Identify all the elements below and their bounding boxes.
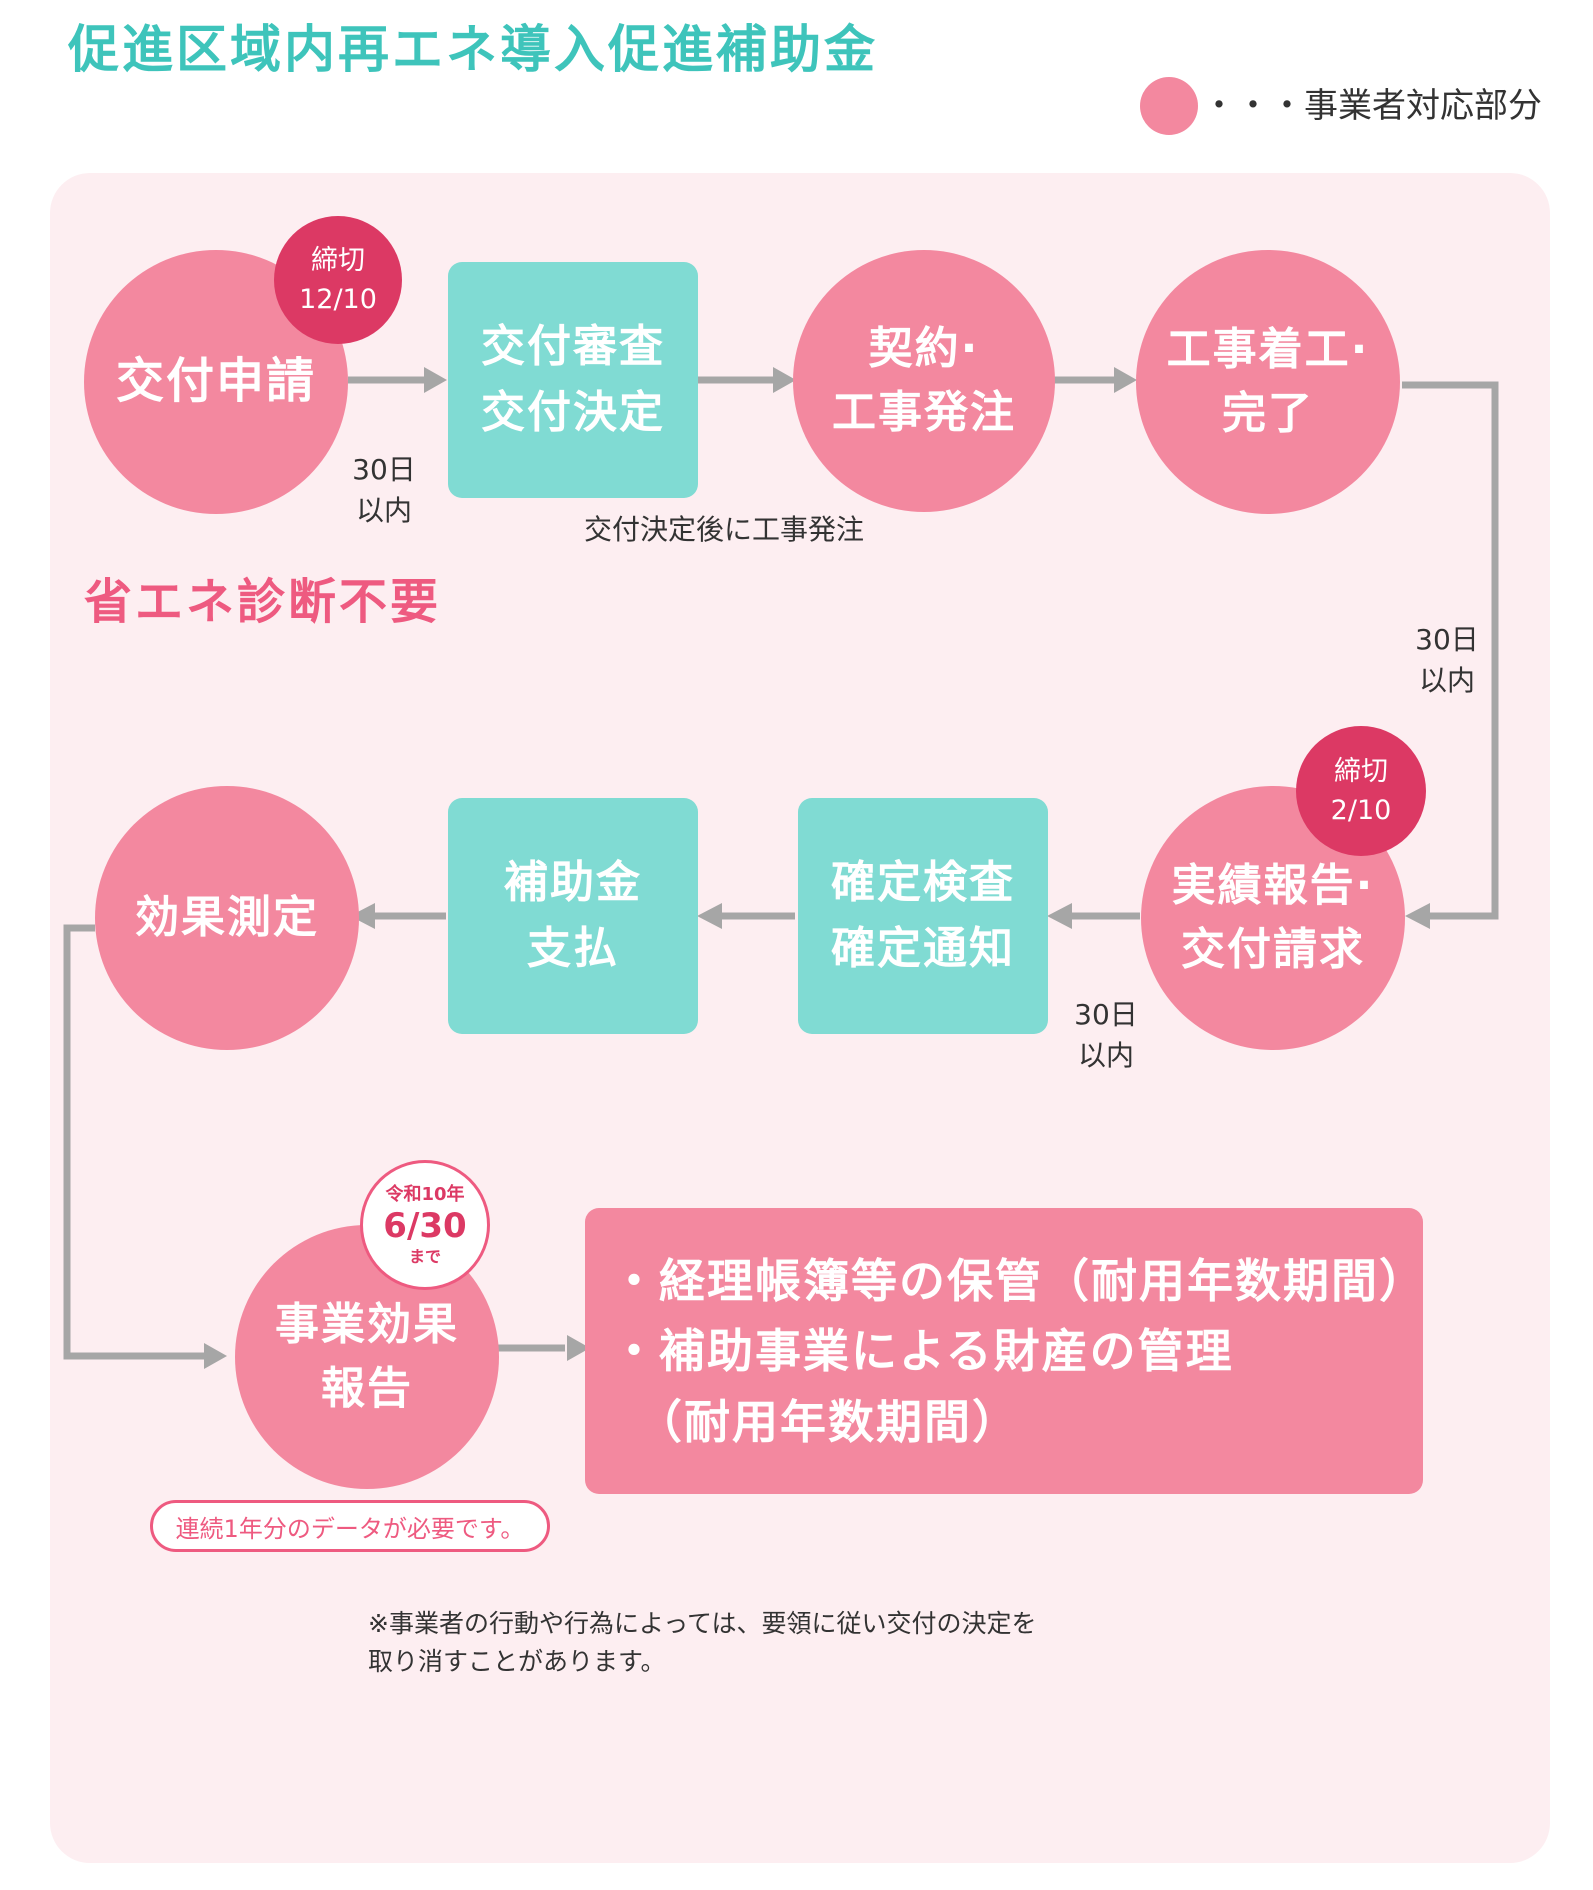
arrowhead <box>1114 367 1137 393</box>
step-inspection: 確定検査 確定通知 <box>798 798 1048 1034</box>
step-effect-report: 事業効果 報告 <box>235 1225 499 1489</box>
legend-label: ・・・事業者対応部分 <box>1202 86 1542 126</box>
arrowhead <box>697 903 722 929</box>
badge-era-year: 令和10年 <box>385 1183 465 1205</box>
arrowhead <box>350 903 375 929</box>
retention-line: （耐用年数期間） <box>611 1394 1020 1449</box>
page-title: 促進区域内再エネ導入促進補助金 <box>68 21 879 80</box>
note-within-30-days: 30日 以内 <box>352 453 416 527</box>
retention-line: ・補助事業による財産の管理 <box>611 1324 1234 1379</box>
arrowhead <box>424 367 447 393</box>
data-requirement-note: 連続1年分のデータが必要です。 <box>150 1500 550 1552</box>
arrowhead <box>204 1343 227 1369</box>
no-energy-audit-heading: 省エネ診断不要 <box>84 574 442 630</box>
arrowhead <box>773 367 796 393</box>
arrow-measurement-to-effect-report <box>63 924 205 1360</box>
arrowhead <box>567 1335 590 1361</box>
badge-date: 6/30 <box>383 1205 467 1246</box>
arrowhead <box>1405 903 1430 929</box>
step-measurement: 効果測定 <box>95 786 359 1050</box>
deadline-badge-report: 締切 2/10 <box>1296 726 1426 856</box>
step-review: 交付審査 交付決定 <box>448 262 698 498</box>
note-within-30-days: 30日 以内 <box>1415 623 1479 697</box>
badge-until: まで <box>408 1246 441 1266</box>
arrowhead <box>1047 903 1072 929</box>
step-payment: 補助金 支払 <box>448 798 698 1034</box>
retention-line: ・経理帳簿等の保管（耐用年数期間） <box>611 1254 1427 1308</box>
deadline-badge-application: 締切 12/10 <box>274 216 402 344</box>
legend-swatch <box>1140 77 1198 135</box>
note-order-after-decision: 交付決定後に工事発注 <box>584 513 865 546</box>
step-contract: 契約· 工事発注 <box>793 250 1055 512</box>
step-construction: 工事着工· 完了 <box>1136 250 1400 514</box>
deadline-badge-effect-report: 令和10年 6/30 まで <box>360 1160 490 1290</box>
retention-requirements-box: ・経理帳簿等の保管（耐用年数期間） ・補助事業による財産の管理 （耐用年数期間） <box>585 1208 1427 1494</box>
note-within-30-days: 30日 以内 <box>1074 998 1138 1072</box>
footnote: ※事業者の行動や行為によっては、要領に従い交付の決定を 取り消すことがあります。 <box>368 1609 1037 1676</box>
arrow-construction-to-report <box>1402 381 1499 920</box>
